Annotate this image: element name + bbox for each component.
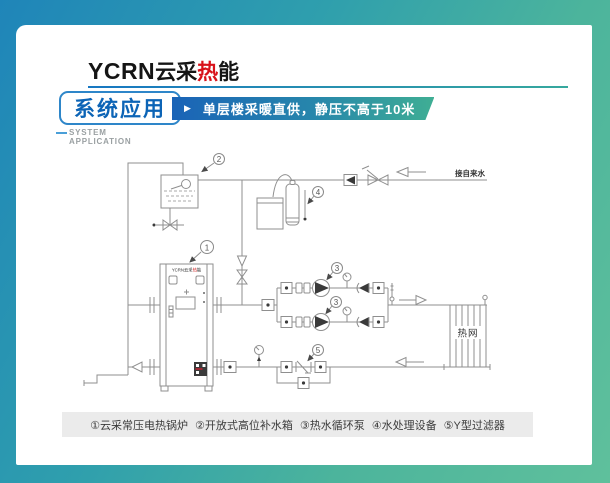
y-strainer-icon [295, 360, 312, 374]
callout-3-lower: 3 [325, 296, 342, 315]
strainer-assembly [276, 360, 331, 389]
legend-item: ⑤Y型过滤器 [443, 419, 505, 432]
banner-text: 单层楼采暖直供，静压不高于10米 [202, 102, 416, 117]
legend-bar: ①云采常压电热锅炉 ②开放式高位补水箱 ③热水循环泵 ④水处理设备 ⑤Y型过滤器 [62, 412, 533, 437]
circulation-pump-branch-lower [280, 306, 385, 331]
callout-2: 2 [201, 153, 225, 173]
thermometer-icon [389, 283, 395, 305]
section-title: 系统应用 [74, 98, 166, 121]
softener-cylinder-icon [285, 183, 300, 226]
drain-arrow-icon [130, 361, 143, 373]
svg-text:2: 2 [217, 155, 222, 164]
brand-logo: YCRN 云采 热 能 [88, 56, 239, 86]
brand-logo-cn-1: 云采 [155, 61, 198, 84]
play-triangle-icon: ▶ [184, 103, 192, 113]
flow-arrow-left-icon [394, 356, 424, 368]
svg-text:4: 4 [316, 188, 321, 197]
circulation-pump-branch-upper [280, 272, 385, 297]
section-subtitle: SYSTEM APPLICATION [56, 128, 131, 146]
air-vent-icon [482, 294, 488, 301]
feed-down-pipe [236, 180, 248, 305]
subtitle-line1: SYSTEM [69, 128, 107, 137]
globe-valve-icon [236, 269, 248, 278]
return-line [223, 345, 444, 389]
boiler-foot [204, 385, 213, 392]
check-valve-icon [359, 317, 369, 327]
flow-arrow-down-icon [236, 255, 248, 268]
heat-network-radiator: 热网 [443, 294, 491, 370]
brand-logo-en: YCRN [88, 58, 156, 84]
subtitle-dash-icon [56, 131, 67, 134]
electric-boiler: YCRN云采热能 [128, 263, 230, 392]
svg-text:1: 1 [205, 244, 210, 253]
tank-drain-valve-icon [162, 219, 171, 231]
left-riser-pipe [83, 162, 184, 386]
boiler-foot [160, 385, 169, 392]
tap-water-line: 接自来水 [198, 165, 487, 186]
pump-manifold: 3 3 [230, 262, 448, 331]
svg-text:5: 5 [316, 346, 321, 355]
banner: ▶ 单层楼采暖直供，静压不高于10米 [172, 97, 434, 120]
check-valve-icon [359, 283, 369, 293]
callout-1: 1 [189, 240, 214, 263]
pressure-gauge-icon [254, 345, 264, 367]
tap-water-label: 接自来水 [455, 168, 485, 178]
makeup-water-tank [152, 174, 199, 231]
legend-item: ②开放式高位补水箱 [195, 419, 293, 432]
subtitle-line2: APPLICATION [69, 137, 132, 146]
legend-item: ④水处理设备 [371, 419, 437, 432]
callout-5: 5 [307, 344, 324, 362]
heat-network-label: 热网 [457, 328, 478, 340]
flow-arrow-right-icon [399, 294, 428, 306]
flow-arrow-left-icon [395, 166, 426, 178]
float-valve-icon [181, 179, 191, 189]
legend-item: ①云采常压电热锅炉 [90, 419, 189, 432]
check-valve-icon [343, 174, 358, 186]
lever-valve-icon [361, 165, 389, 186]
boiler-display [175, 296, 196, 310]
boiler-logo-text: YCRN云采热能 [172, 267, 202, 274]
brand-underline [88, 86, 568, 88]
section-title-box: 系统应用 [59, 91, 181, 125]
callout-3-upper: 3 [326, 262, 343, 281]
water-treatment-unit [256, 174, 307, 230]
brand-logo-cn-2: 能 [218, 61, 240, 84]
svg-text:3: 3 [334, 298, 339, 307]
callout-4: 4 [307, 186, 324, 205]
brand-logo-cn-red: 热 [197, 61, 219, 84]
qr-code-icon [194, 362, 207, 376]
legend-item: ③热水循环泵 [299, 419, 365, 432]
svg-text:3: 3 [335, 264, 340, 273]
